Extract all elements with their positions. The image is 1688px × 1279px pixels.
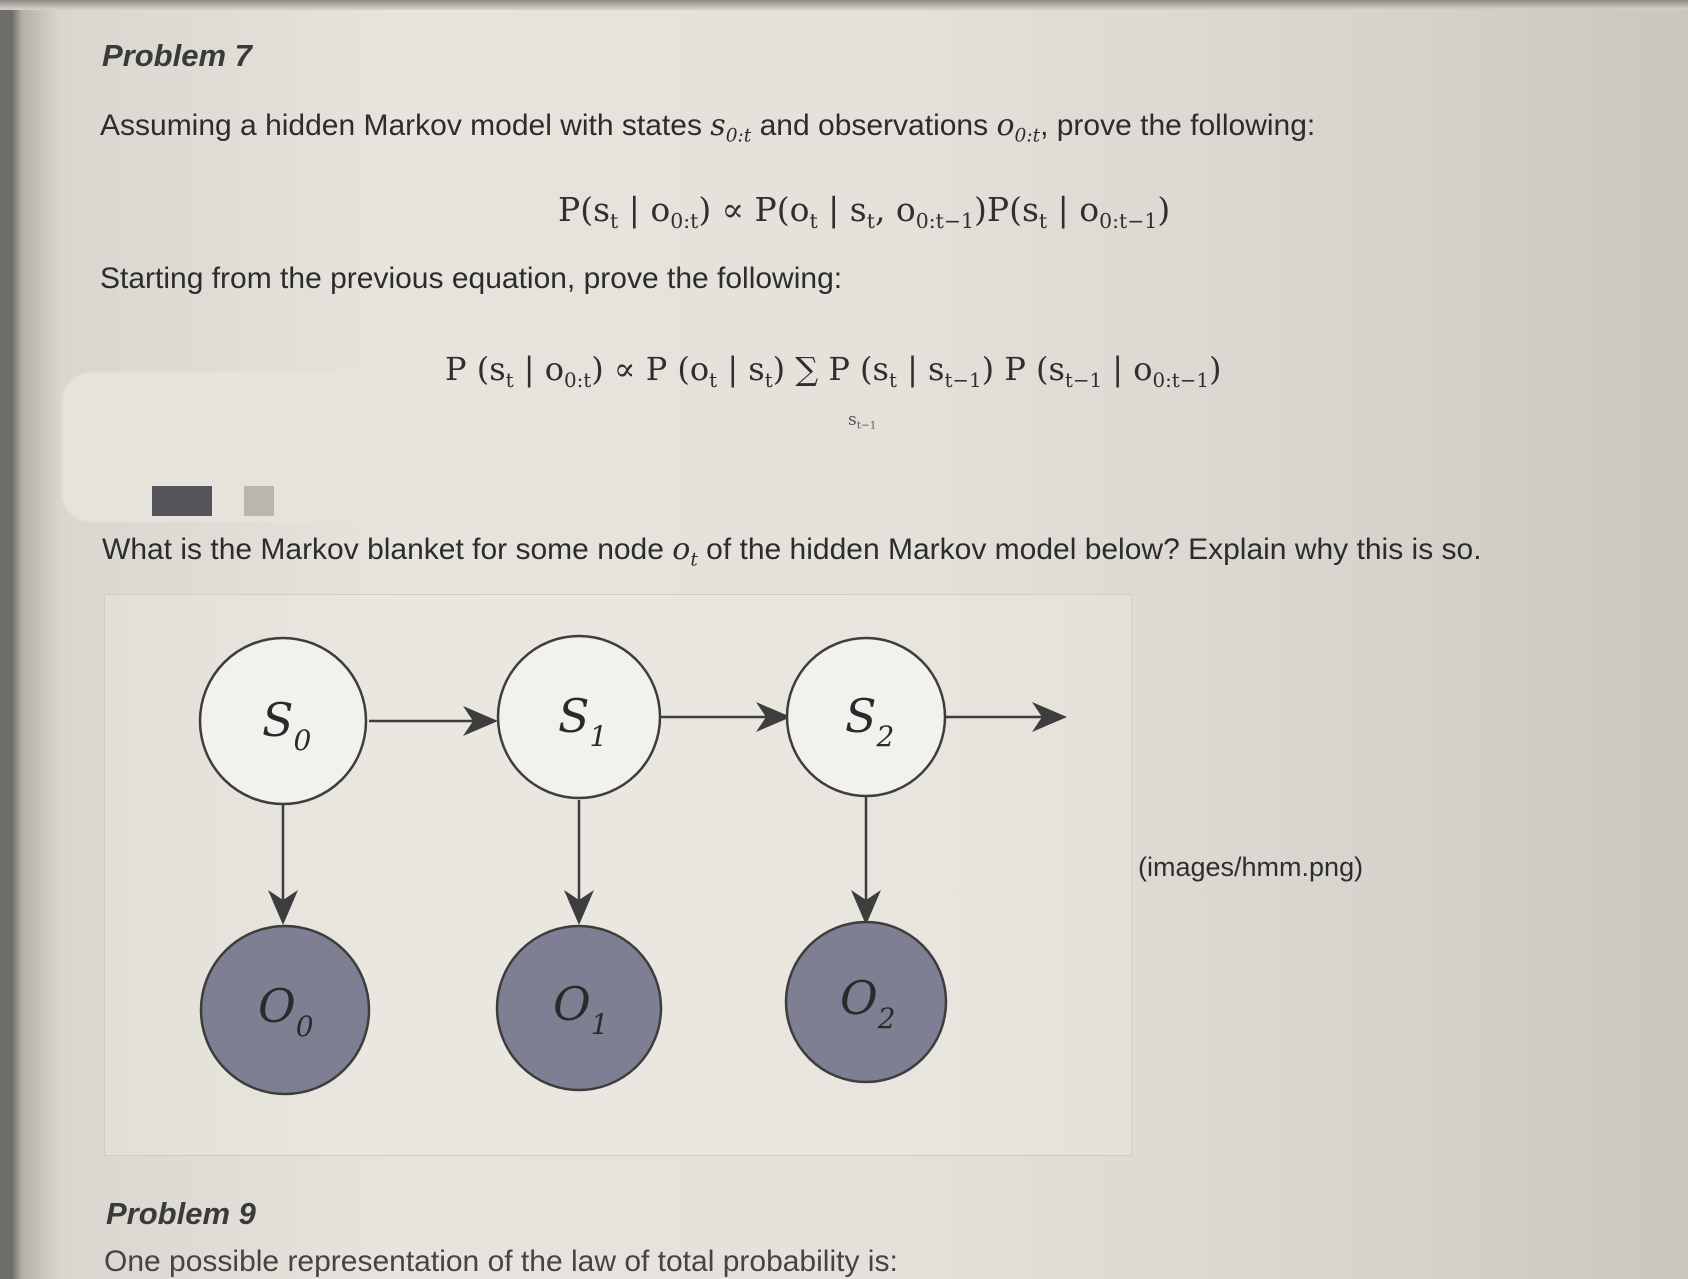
obs-node-1	[495, 924, 663, 1092]
states-var: s0:t	[710, 108, 751, 147]
eq1-part: | s	[817, 190, 867, 229]
eq1-part: )	[1157, 190, 1171, 229]
states-subscript: 0:t	[725, 125, 752, 147]
eq1-sub: t	[809, 209, 818, 234]
eq2-part: P (s	[445, 350, 506, 388]
eq1-part: ) ∝ P(o	[698, 190, 810, 229]
obs-node-2	[784, 920, 948, 1084]
state-label-0: S0	[262, 693, 311, 757]
eq1-part: )P(s	[974, 190, 1039, 229]
sum-index-subscript: t−1	[856, 419, 877, 432]
eq2-sub: 0:t	[563, 368, 592, 392]
states-symbol: s	[710, 108, 726, 143]
equation-2: P (st | o0:t) ∝ P (ot | st) ∑ P (st | st…	[445, 350, 1222, 392]
eq2-part: ) ∝ P (o	[591, 350, 710, 388]
eq1-sub: t	[610, 209, 619, 234]
eq2-sub: t	[709, 368, 718, 392]
eq2-part: | o	[1102, 350, 1153, 388]
question-var-symbol: o	[672, 532, 691, 567]
eq1-part: , o	[874, 190, 916, 229]
top-edge	[0, 0, 1688, 10]
eq2-sub: t	[505, 368, 514, 392]
question-text-2: of the hidden Markov model below? Explai…	[697, 533, 1482, 566]
intro-text-3: , prove the following:	[1040, 109, 1316, 142]
eq2-sub: t−1	[1064, 368, 1103, 392]
obs-node-0	[199, 924, 371, 1096]
markov-question: What is the Markov blanket for some node…	[102, 532, 1482, 571]
eq1-part: | o	[1047, 190, 1100, 229]
eq2-part: | s	[896, 350, 945, 388]
eq2-part: | s	[717, 350, 765, 388]
redacted-area	[62, 372, 392, 522]
sum-index-symbol: s	[848, 410, 857, 430]
eq2-sub: t	[888, 368, 897, 392]
problem7-heading: Problem 7	[102, 38, 252, 73]
eq1-sub: 0:t−1	[1099, 209, 1158, 234]
state-label-1: S1	[558, 689, 607, 753]
eq1-part: P(s	[558, 190, 611, 229]
eq2-sub: t−1	[944, 368, 982, 392]
intro-text-2: and observations	[751, 109, 997, 142]
eq2-part: | o	[513, 350, 564, 388]
question-var-subscript: t	[690, 549, 698, 571]
eq1-part: | o	[618, 190, 671, 229]
intro-text-1: Assuming a hidden Markov model with stat…	[100, 109, 711, 142]
eq1-sub: 0:t−1	[915, 209, 975, 234]
eq1-sub: 0:t	[670, 209, 699, 234]
eq2-part: )	[1209, 350, 1222, 388]
eq2-part: ) P (s	[981, 350, 1065, 388]
obs-label-0: O0	[258, 979, 314, 1043]
state-node-2	[785, 636, 947, 798]
eq1-sub: t	[866, 209, 875, 234]
redaction-block	[244, 486, 274, 516]
obs-subscript: 0:t	[1014, 125, 1041, 147]
obs-label-1: O1	[553, 977, 609, 1041]
equation-1: P(st | o0:t) ∝ P(ot | st, o0:t−1)P(st | …	[558, 190, 1170, 233]
problem9-heading: Problem 9	[106, 1196, 256, 1231]
eq2-sub: 0:t−1	[1152, 368, 1210, 392]
state-label-2: S2	[845, 689, 894, 753]
starting-text: Starting from the previous equation, pro…	[100, 262, 843, 295]
eq1-sub: t	[1038, 209, 1048, 234]
question-var: ot	[672, 532, 698, 571]
question-text-1: What is the Markov blanket for some node	[102, 533, 673, 566]
sum-index: st−1	[848, 410, 877, 432]
obs-label-2: O2	[840, 971, 896, 1035]
image-caption: (images/hmm.png)	[1138, 852, 1364, 882]
obs-var: o0:t	[996, 108, 1040, 147]
problem9-text: One possible representation of the law o…	[104, 1245, 898, 1278]
state-node-1	[496, 634, 662, 800]
eq2-sub: t	[764, 368, 773, 392]
redaction-block	[152, 486, 212, 516]
problem7-intro: Assuming a hidden Markov model with stat…	[100, 108, 1315, 147]
eq2-part: ) ∑ P (s	[772, 350, 889, 388]
state-node-0	[198, 636, 368, 806]
obs-symbol: o	[996, 108, 1015, 143]
